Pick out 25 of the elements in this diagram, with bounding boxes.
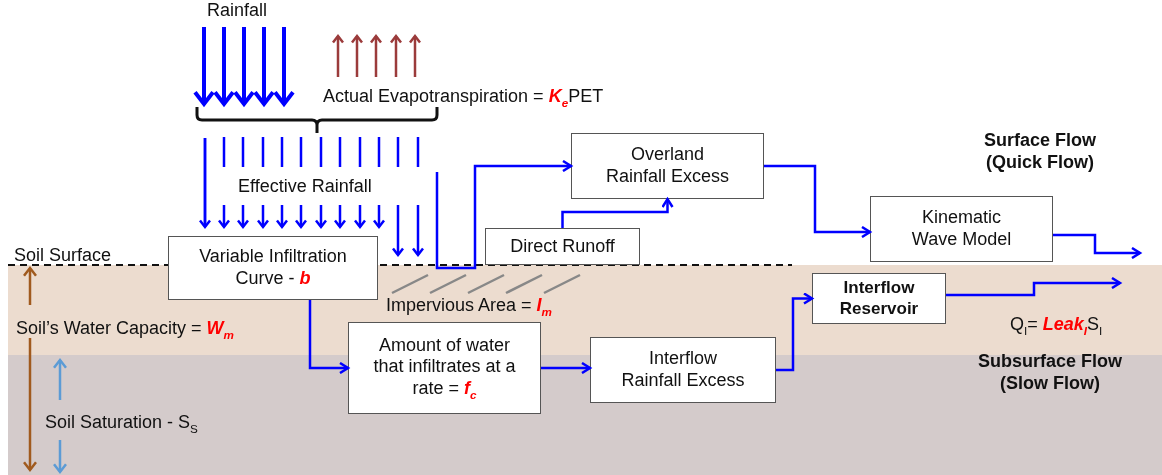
flow-arrow <box>435 159 573 270</box>
flow-arrow <box>308 300 350 375</box>
annotation-text: Impervious Area = I$_{m}$ <box>386 295 552 319</box>
process-box: Variable Infiltration Curve - b <box>168 236 378 300</box>
annotation-text: Soil’s Water Capacity = W$_{m}$ <box>16 318 234 342</box>
annotation-text: Effective Rainfall <box>238 176 372 198</box>
annotation-text: Q$_{I}$= Leak$_{I}$S$_{I}$ <box>1010 314 1103 338</box>
flow-arrow <box>541 361 592 375</box>
process-box: Interflow Reservoir <box>812 273 946 324</box>
process-box: Interflow Rainfall Excess <box>590 337 776 403</box>
flow-arrow <box>946 276 1122 297</box>
flow-arrow <box>764 164 872 239</box>
process-box: Overland Rainfall Excess <box>571 133 764 199</box>
region-heading: Subsurface Flow (Slow Flow) <box>977 351 1123 395</box>
region-heading: Surface Flow (Quick Flow) <box>983 130 1097 174</box>
flow-arrow <box>776 292 814 372</box>
annotation-text: Soil Surface <box>14 245 112 267</box>
flow-arrow <box>1053 233 1142 260</box>
annotation-text: Rainfall <box>207 0 268 22</box>
annotation-text: Soil Saturation - S$_{S}$ <box>45 412 198 436</box>
process-box: Amount of water that infiltrates at a rate = f$_{c}$ <box>348 322 541 414</box>
flow-arrow <box>561 197 674 228</box>
process-box: Kinematic Wave Model <box>870 196 1053 262</box>
process-box: Direct Runoff <box>485 228 640 265</box>
annotation-text: Actual Evapotranspiration = K$_{e}$PET <box>323 86 604 110</box>
